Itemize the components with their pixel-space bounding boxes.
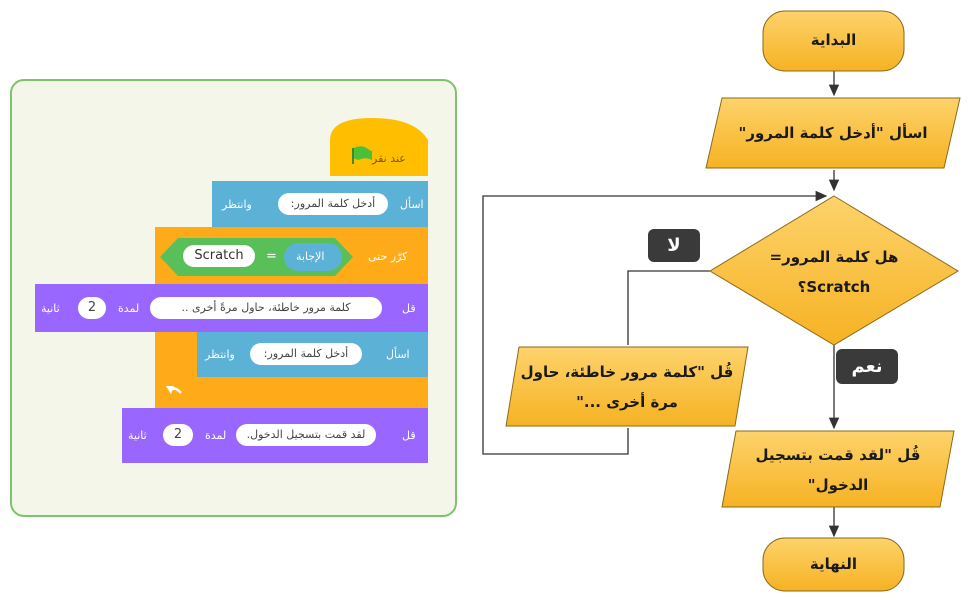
yes-badge: نعم [836, 349, 898, 384]
event-hat-block [330, 118, 428, 176]
say1-unit: ثانية [41, 302, 60, 315]
say1-for: لمدة [118, 302, 140, 315]
say2-text[interactable]: لقد قمت بتسجيل الدخول. [236, 424, 376, 446]
say2-label: قل [402, 429, 416, 442]
equals-sign: = [266, 249, 277, 264]
ask-io-shape [705, 97, 961, 169]
say1-text[interactable]: كلمة مرور خاطئة، حاول مرةً أخرى .. [150, 297, 382, 319]
say1-secs[interactable]: 2 [78, 297, 106, 319]
ask1-label: اسأل [400, 198, 424, 211]
say2-unit: ثانية [128, 429, 147, 442]
ask2-text[interactable]: أدخل كلمة المرور: [250, 343, 362, 365]
green-flag-icon [352, 146, 373, 164]
loop-back-line [482, 190, 828, 455]
answer-reporter [284, 243, 342, 271]
say2-secs[interactable]: 2 [163, 424, 193, 446]
say-ok-line1: قُل "لقد قمت بتسجيل [755, 446, 921, 464]
say-ok-io-shape [721, 430, 955, 508]
decision-line2: Scratch؟ [797, 278, 871, 296]
no-badge: لا [648, 229, 700, 262]
say-wrong-line1: قُل "كلمة مرور خاطئة، حاول [520, 363, 734, 381]
say-wrong-io-shape [505, 346, 749, 427]
no-branch-line [627, 270, 710, 345]
decision-diamond [709, 195, 959, 346]
ask1-wait: وانتظر [222, 198, 252, 211]
start-label: البداية [810, 31, 857, 49]
loop-arrow-icon [166, 386, 182, 394]
start-terminal [762, 10, 905, 72]
repeat-label: كرّر حتى [368, 250, 408, 263]
ask2-wait: وانتظر [205, 348, 235, 361]
hat-label: عند نقر [372, 152, 406, 165]
ask2-label: اسأل [386, 348, 410, 361]
end-label: النهاية [809, 555, 858, 573]
say-ok-line2: الدخول" [807, 476, 869, 494]
say2-for: لمدة [205, 429, 227, 442]
scratch-value[interactable]: Scratch [183, 245, 255, 267]
say-wrong-line2: مرة أخرى ..." [576, 393, 678, 411]
answer-label: الإجابة [296, 250, 325, 263]
end-terminal [762, 537, 905, 592]
say1-label: قل [402, 302, 416, 315]
decision-line1: هل كلمة المرور= [769, 248, 899, 266]
ask-label: اسأل "أدخل كلمة المرور" [738, 124, 928, 142]
ask1-text[interactable]: أدخل كلمة المرور: [278, 193, 388, 215]
